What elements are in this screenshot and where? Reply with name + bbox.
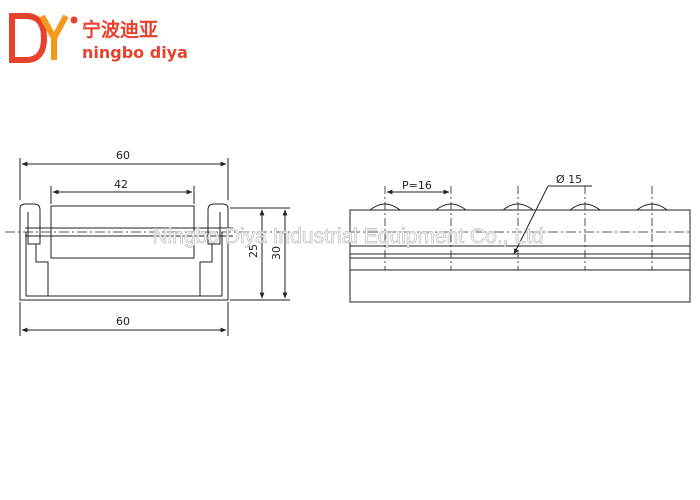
roller-body (50, 205, 195, 259)
front-view (349, 185, 691, 303)
brand-dot-icon (70, 16, 78, 24)
brand-name-cn: 宁波迪亚 (82, 18, 158, 41)
side-view (5, 158, 300, 336)
dim-height-inner: 25 (247, 244, 260, 258)
dy-logo-mark (9, 13, 69, 63)
dim-bottom: 60 (116, 315, 130, 328)
company-logo: 宁波迪亚 ningbo diya (9, 13, 188, 63)
dim-inner: 42 (114, 178, 128, 191)
dim-top-outer: 60 (116, 149, 130, 162)
rail-body (349, 209, 691, 303)
watermark: Ningbo Diya Industrial Equipment Co., Lt… (152, 225, 543, 248)
diameter-label: Ø 15 (556, 173, 582, 186)
brand-name-en: ningbo diya (82, 43, 188, 62)
dim-height-outer: 30 (270, 246, 283, 260)
pitch-label: P=16 (402, 179, 432, 192)
profile-left (19, 203, 48, 301)
profile-right (48, 203, 229, 301)
